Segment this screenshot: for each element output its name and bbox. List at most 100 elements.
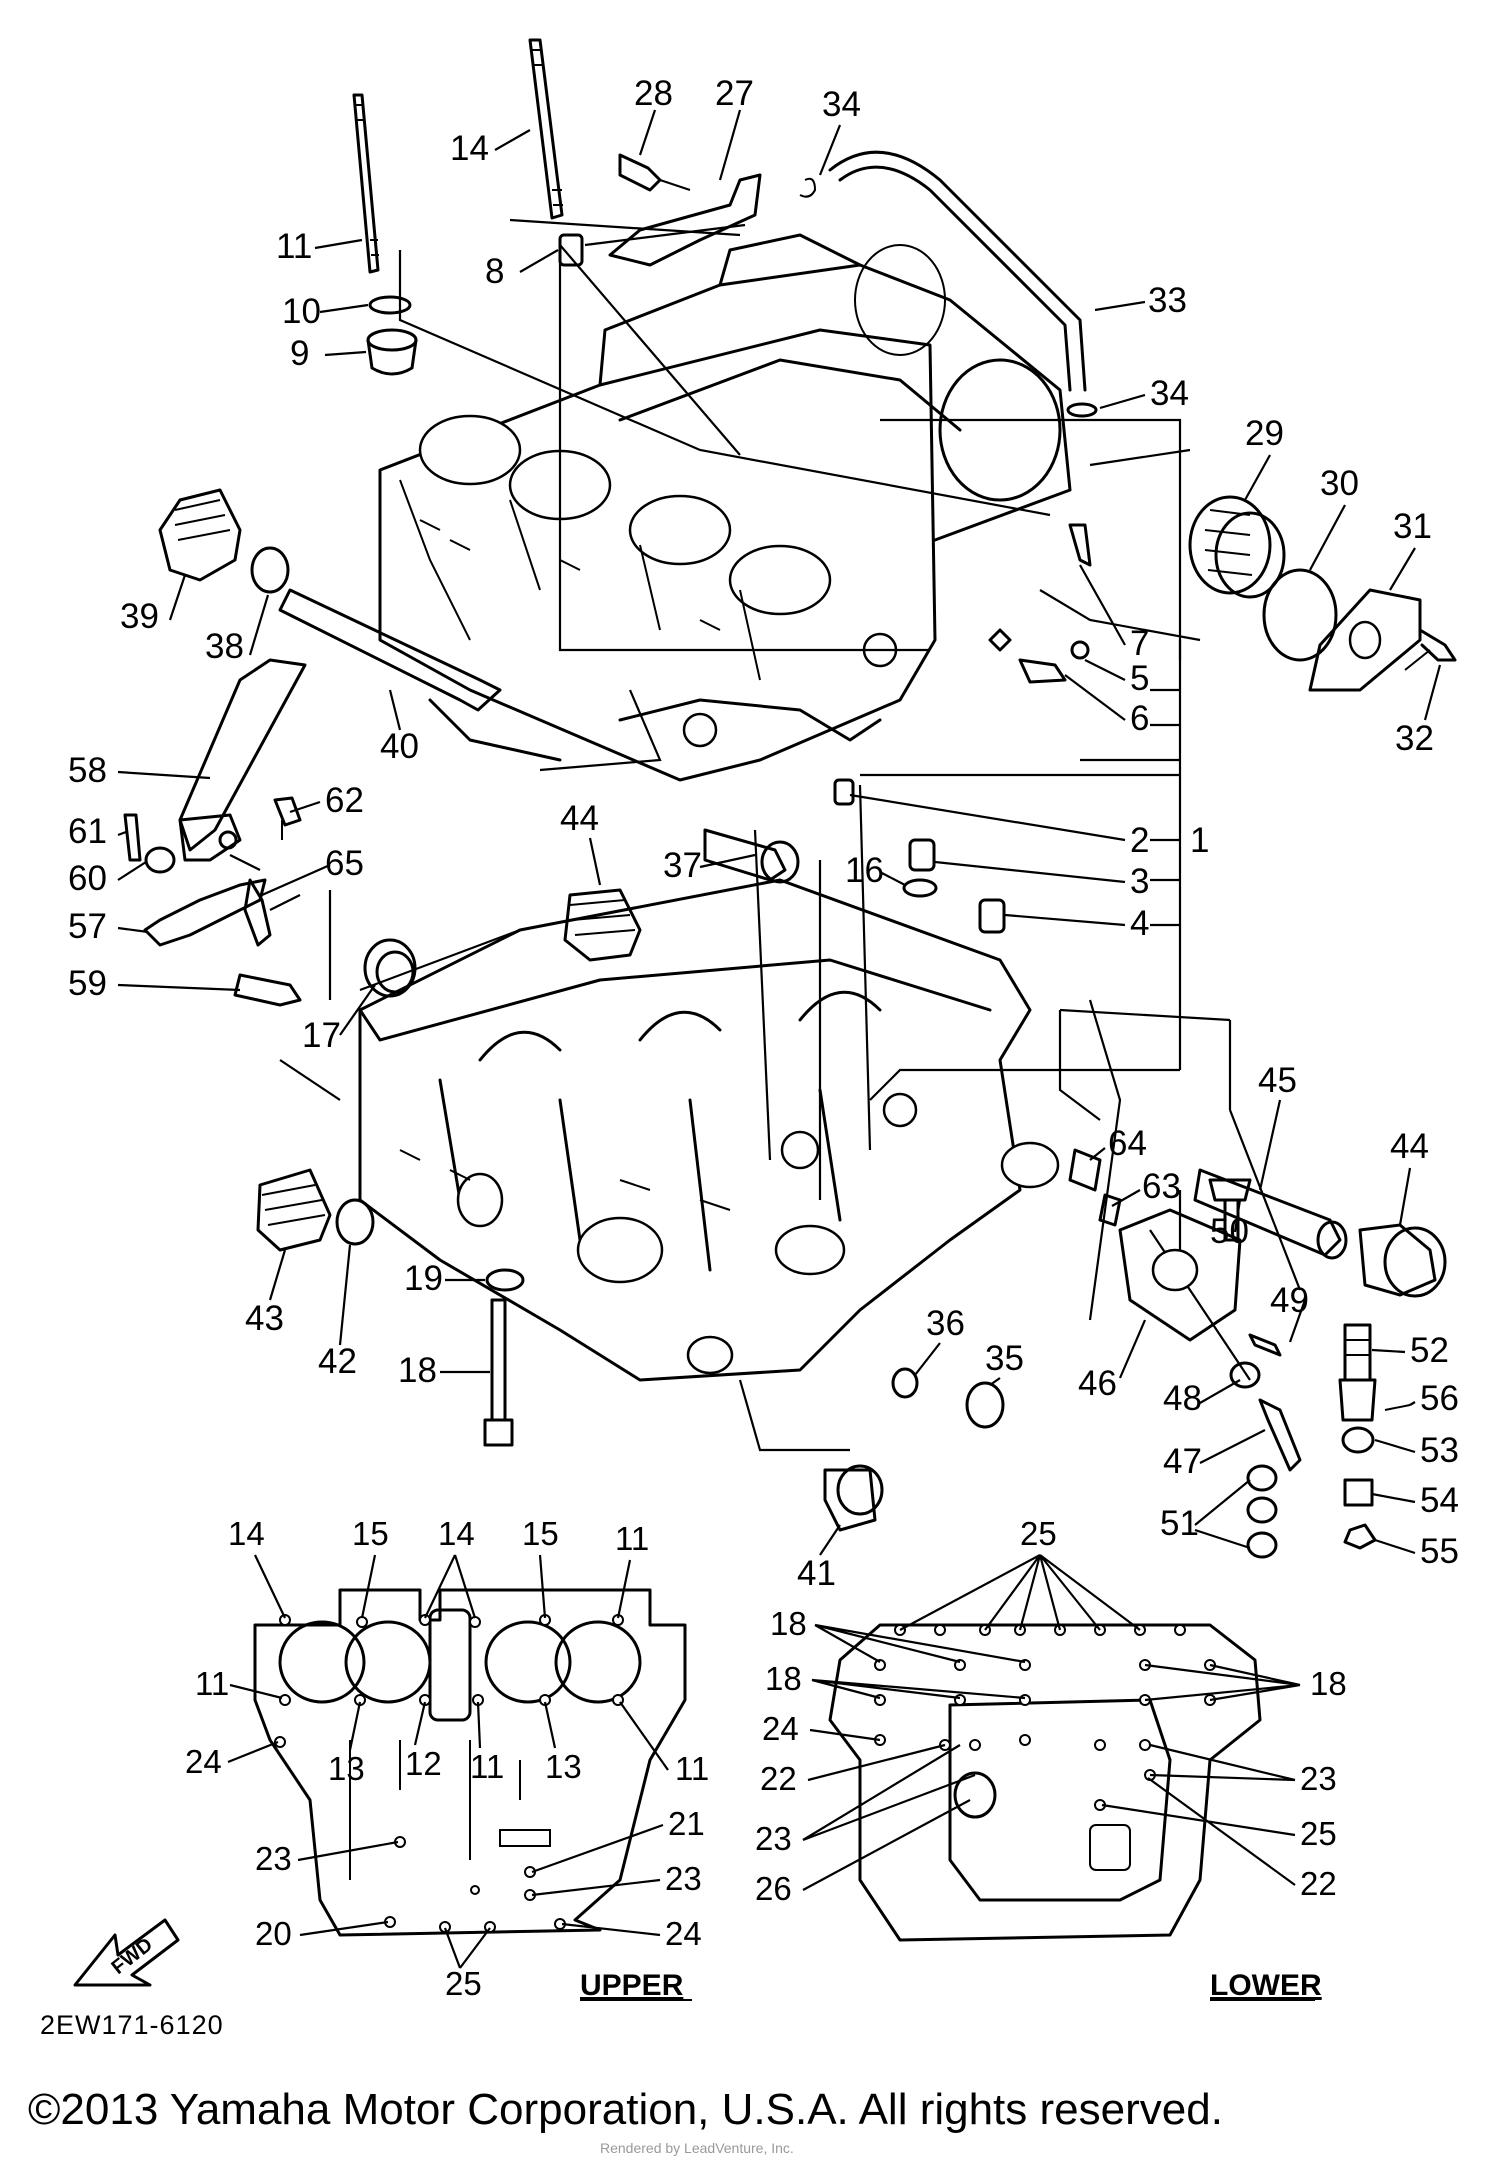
callout-5: 5 xyxy=(1130,659,1149,698)
lower-label-18a: 18 xyxy=(770,1605,807,1642)
lower-label-25b: 25 xyxy=(1300,1815,1337,1852)
upper-label-11a: 11 xyxy=(615,1520,649,1557)
callout-41: 41 xyxy=(797,1554,836,1593)
upper-label-11b: 11 xyxy=(195,1665,229,1702)
callout-46: 46 xyxy=(1078,1364,1117,1403)
lower-view-title: LOWER xyxy=(1210,1969,1322,2002)
upper-crankcase-drawing xyxy=(378,233,1072,782)
callout-49: 49 xyxy=(1270,1281,1309,1320)
callout-34-bottom: 34 xyxy=(1150,374,1189,413)
callout-7: 7 xyxy=(1130,624,1149,663)
upper-label-24b: 24 xyxy=(665,1915,702,1952)
callout-37: 37 xyxy=(663,846,702,885)
small-parts xyxy=(123,38,1457,1559)
render-watermark: Rendered by LeadVenture, Inc. xyxy=(600,2140,794,2156)
callout-28: 28 xyxy=(634,74,673,113)
lower-label-18b: 18 xyxy=(765,1660,802,1697)
upper-label-25: 25 xyxy=(445,1965,482,2002)
callout-6: 6 xyxy=(1130,699,1149,738)
callout-8: 8 xyxy=(485,252,504,291)
callout-45: 45 xyxy=(1258,1061,1297,1100)
forward-arrow-icon: FWD xyxy=(73,1918,180,1987)
callout-42: 42 xyxy=(318,1342,357,1381)
callout-53: 53 xyxy=(1420,1431,1459,1470)
diagram-code: 2EW171-6120 xyxy=(40,2010,224,2040)
callout-60: 60 xyxy=(68,859,107,898)
callout-52: 52 xyxy=(1410,1331,1449,1370)
callout-59: 59 xyxy=(68,964,107,1003)
callout-9: 9 xyxy=(290,334,309,373)
lower-label-23b: 23 xyxy=(755,1820,792,1857)
callout-11: 11 xyxy=(276,227,312,266)
callout-61: 61 xyxy=(68,812,107,851)
callout-51: 51 xyxy=(1160,1504,1199,1543)
callout-1: 1 xyxy=(1190,821,1209,860)
upper-label-13a: 13 xyxy=(328,1750,365,1787)
lower-label-22a: 22 xyxy=(760,1760,797,1797)
callout-19: 19 xyxy=(404,1259,443,1298)
callout-43: 43 xyxy=(245,1299,284,1338)
callout-54: 54 xyxy=(1420,1481,1459,1520)
leader-lines xyxy=(229,218,1302,1452)
lower-label-22b: 22 xyxy=(1300,1865,1337,1902)
upper-label-11d: 11 xyxy=(675,1750,709,1787)
callout-44-right: 44 xyxy=(1390,1127,1429,1166)
callout-leaders xyxy=(117,109,1442,1556)
lower-crankcase-drawing xyxy=(358,878,1060,1382)
callout-47: 47 xyxy=(1163,1442,1202,1481)
callout-33: 33 xyxy=(1148,281,1187,320)
upper-label-12: 12 xyxy=(405,1745,442,1782)
callout-48: 48 xyxy=(1163,1379,1202,1418)
callout-50: 50 xyxy=(1210,1212,1249,1251)
upper-label-23a: 23 xyxy=(255,1840,292,1877)
lower-label-24: 24 xyxy=(762,1710,799,1747)
copyright-notice: ©2013 Yamaha Motor Corporation, U.S.A. A… xyxy=(28,2085,1223,2134)
upper-label-20: 20 xyxy=(255,1915,292,1952)
lower-label-25a: 25 xyxy=(1020,1515,1057,1552)
callout-36: 36 xyxy=(926,1304,965,1343)
upper-label-13b: 13 xyxy=(545,1748,582,1785)
callout-63: 63 xyxy=(1142,1167,1181,1206)
callout-4: 4 xyxy=(1130,904,1149,943)
callout-62: 62 xyxy=(325,781,364,820)
lower-label-26: 26 xyxy=(755,1870,792,1907)
callout-55: 55 xyxy=(1420,1532,1459,1571)
callout-3: 3 xyxy=(1130,862,1149,901)
callout-30: 30 xyxy=(1320,464,1359,503)
upper-label-24a: 24 xyxy=(185,1743,222,1780)
callout-16: 16 xyxy=(845,851,884,890)
lower-label-23a: 23 xyxy=(1300,1760,1337,1797)
upper-view-title: UPPER xyxy=(580,1969,684,2002)
callout-29: 29 xyxy=(1245,414,1284,453)
callout-14: 14 xyxy=(450,129,489,168)
callout-2: 2 xyxy=(1130,821,1149,860)
upper-label-14a: 14 xyxy=(228,1515,265,1552)
callout-17: 17 xyxy=(302,1016,341,1055)
upper-label-15b: 15 xyxy=(522,1515,559,1552)
callout-44-left: 44 xyxy=(560,799,599,838)
callout-64: 64 xyxy=(1108,1124,1147,1163)
callout-58: 58 xyxy=(68,751,107,790)
upper-label-11c: 11 xyxy=(470,1748,504,1785)
callout-39: 39 xyxy=(120,597,159,636)
lower-label-18c: 18 xyxy=(1310,1665,1347,1702)
upper-label-21: 21 xyxy=(668,1805,705,1842)
callout-31: 31 xyxy=(1393,507,1432,546)
upper-label-23b: 23 xyxy=(665,1860,702,1897)
callout-32: 32 xyxy=(1395,719,1434,758)
upper-bolt-pattern-view: 14 15 14 15 11 11 13 12 11 13 11 24 23 2… xyxy=(185,1515,709,2002)
callout-18: 18 xyxy=(398,1351,437,1390)
callout-34-top: 34 xyxy=(822,85,861,124)
callout-10: 10 xyxy=(282,292,321,331)
callout-27: 27 xyxy=(715,74,754,113)
callout-65: 65 xyxy=(325,844,364,883)
upper-label-15a: 15 xyxy=(352,1515,389,1552)
callout-38: 38 xyxy=(205,627,244,666)
callout-56: 56 xyxy=(1420,1379,1459,1418)
lower-bolt-pattern-view: 25 18 18 18 24 22 23 23 26 25 22 LOWER xyxy=(755,1515,1347,2002)
callout-57: 57 xyxy=(68,907,107,946)
callout-40: 40 xyxy=(380,727,419,766)
callout-35: 35 xyxy=(985,1339,1024,1378)
callout-labels: 1 2 3 4 5 6 7 8 9 10 11 14 16 17 18 19 2… xyxy=(68,74,1459,1593)
